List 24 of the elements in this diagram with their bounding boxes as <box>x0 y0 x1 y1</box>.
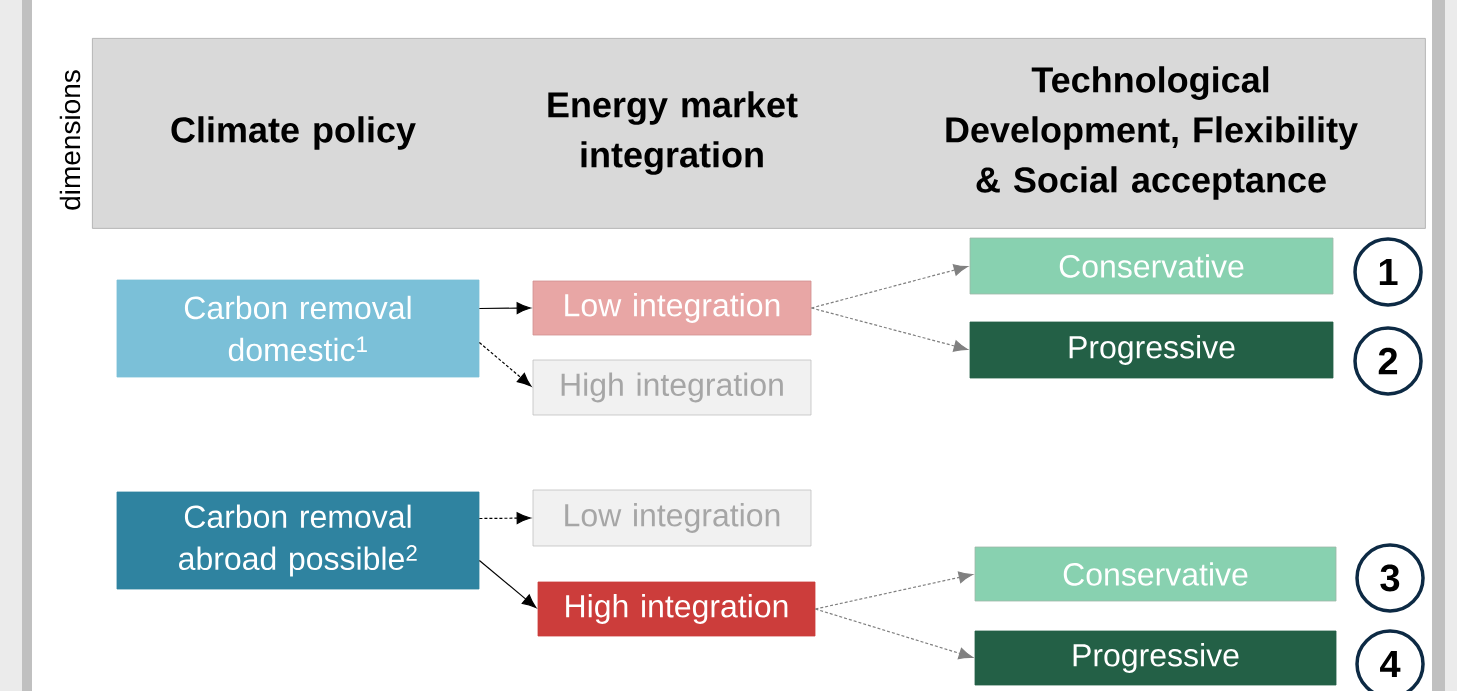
integration-box: Low integration <box>532 280 812 336</box>
arrow <box>478 512 531 525</box>
integration-box: High integration <box>532 359 812 416</box>
scenario-number: 1 <box>1353 237 1423 307</box>
arrow <box>478 302 531 315</box>
arrow <box>478 341 532 387</box>
axis-label: dimensions <box>59 70 81 210</box>
scenario-box: Conservative <box>969 237 1334 295</box>
scenario-box: Progressive <box>974 630 1337 686</box>
arrow <box>478 559 537 609</box>
scenario-number: 3 <box>1355 543 1425 613</box>
integration-box: Low integration <box>532 489 812 547</box>
policy-box: Carbon removal domestic$^{1}$ <box>116 279 480 378</box>
arrow <box>810 264 968 309</box>
scenario-number: 4 <box>1355 629 1425 691</box>
header-band: Climate policy Energy market integration Technological Development, Flexibility & Social acceptance <box>92 38 1426 229</box>
scenario-box: Progressive <box>969 321 1334 379</box>
arrow <box>814 608 973 660</box>
arrow <box>810 307 968 352</box>
integration-box: High integration <box>537 581 816 637</box>
scenario-box: Conservative <box>974 546 1337 602</box>
policy-box: Carbon removal abroad possible$^{2}$ <box>116 491 480 590</box>
scenario-number: 2 <box>1353 326 1423 396</box>
arrow <box>814 571 973 610</box>
